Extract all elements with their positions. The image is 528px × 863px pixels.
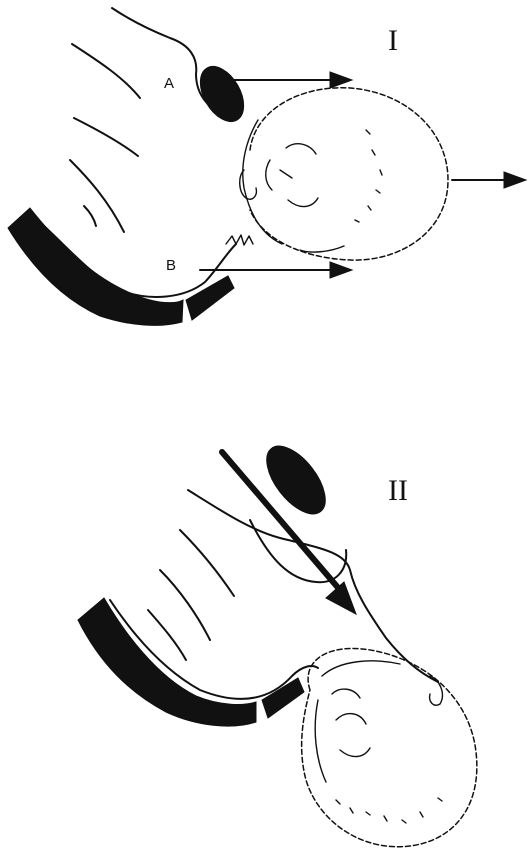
panel-two-face bbox=[315, 661, 400, 782]
panel-two-eye bbox=[336, 714, 370, 757]
panel-one-arrow-b bbox=[200, 262, 352, 278]
panel-two: II bbox=[78, 436, 477, 847]
panel-two-pubic-bone bbox=[256, 436, 337, 524]
panel-two-ear bbox=[430, 676, 443, 705]
panel-one-label-b: B bbox=[166, 257, 176, 274]
panel-one-coccyx bbox=[186, 276, 234, 320]
panel-two-nose bbox=[332, 689, 360, 698]
panel-one-arrow-head-traction bbox=[452, 172, 526, 188]
panel-two-rib-line-1 bbox=[180, 530, 234, 596]
panel-two-hair bbox=[336, 798, 442, 823]
panel-one-numeral: I bbox=[388, 24, 398, 57]
panel-one-eye-2 bbox=[288, 198, 318, 207]
panel-two-numeral: II bbox=[388, 474, 408, 507]
panel-one-neck-zigzag bbox=[226, 235, 253, 245]
panel-one-label-a: A bbox=[164, 75, 174, 92]
panel-one-eye-1 bbox=[286, 144, 316, 154]
panel-one-face bbox=[243, 120, 344, 252]
panel-one-arm-contour bbox=[72, 44, 140, 98]
panel-one: I A B bbox=[8, 8, 526, 325]
panel-two-arm-loop bbox=[250, 520, 346, 582]
panel-two-body-outline bbox=[188, 490, 438, 682]
panel-two-rib-line-3 bbox=[148, 610, 186, 660]
panel-one-nose bbox=[266, 160, 292, 190]
panel-two-sacrum-curve bbox=[78, 598, 256, 726]
panel-one-fetal-head bbox=[250, 88, 448, 260]
panel-one-rib-line-3 bbox=[84, 206, 96, 226]
panel-two-rib-line-2 bbox=[160, 570, 210, 640]
panel-two-fetal-head bbox=[302, 648, 477, 846]
panel-one-hair bbox=[355, 130, 382, 222]
panel-one-rib-line-2 bbox=[70, 160, 124, 232]
panel-one-rib-line-1 bbox=[74, 118, 138, 156]
